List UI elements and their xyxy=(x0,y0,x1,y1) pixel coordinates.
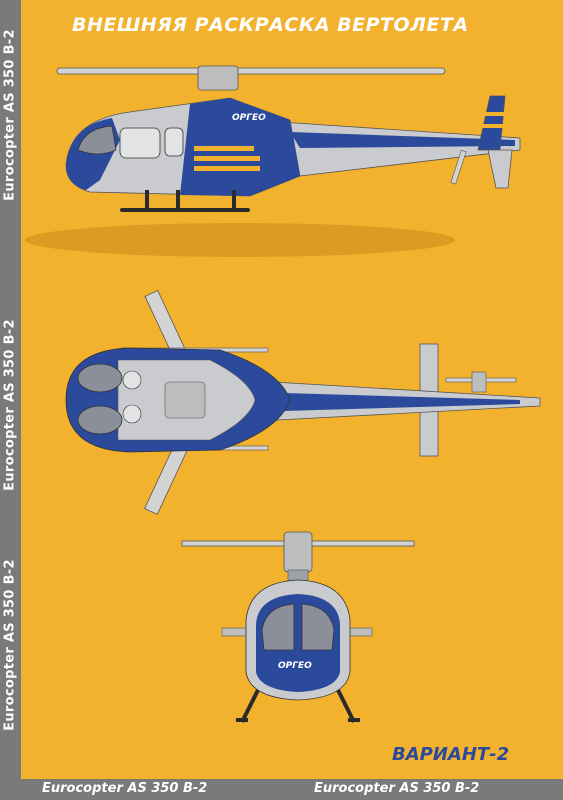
bottom-label-2: Eurocopter AS 350 B-2 xyxy=(314,781,480,796)
front-skid-right xyxy=(336,689,356,723)
side-tail-stripe xyxy=(290,132,515,148)
side-lower-fin xyxy=(487,149,513,189)
front-rotor-hub xyxy=(283,531,313,573)
side-window-1 xyxy=(119,127,161,159)
side-main-rotor xyxy=(56,67,446,75)
bottom-band: Eurocopter AS 350 B-2 Eurocopter AS 350 … xyxy=(0,779,563,800)
side-shadow xyxy=(25,223,455,257)
front-windshield-right xyxy=(301,603,335,651)
side-logo: ОРГЕО xyxy=(232,113,266,123)
front-skid-left xyxy=(240,689,260,723)
page-title: ВНЕШНЯЯ РАСКРАСКА ВЕРТОЛЕТА xyxy=(72,14,469,36)
side-stripe-1 xyxy=(194,146,254,151)
side-skid xyxy=(120,208,250,212)
bottom-label-1: Eurocopter AS 350 B-2 xyxy=(42,781,208,796)
side-windshield xyxy=(77,125,117,155)
left-band: Eurocopter AS 350 B-2 Eurocopter AS 350 … xyxy=(0,0,21,779)
side-window-2 xyxy=(164,127,184,157)
variant-label: ВАРИАНТ-2 xyxy=(392,744,510,765)
top-cockpit-right xyxy=(77,405,123,435)
front-logo: ОРГЕО xyxy=(278,661,312,671)
front-windshield-left xyxy=(261,603,295,651)
top-cockpit-left xyxy=(77,363,123,393)
side-stripe-2 xyxy=(194,156,260,161)
top-engine-cowl xyxy=(164,381,206,419)
side-stripe-3 xyxy=(194,166,260,171)
side-rotor-hub xyxy=(197,65,239,91)
side-tail-rotor xyxy=(450,149,467,185)
